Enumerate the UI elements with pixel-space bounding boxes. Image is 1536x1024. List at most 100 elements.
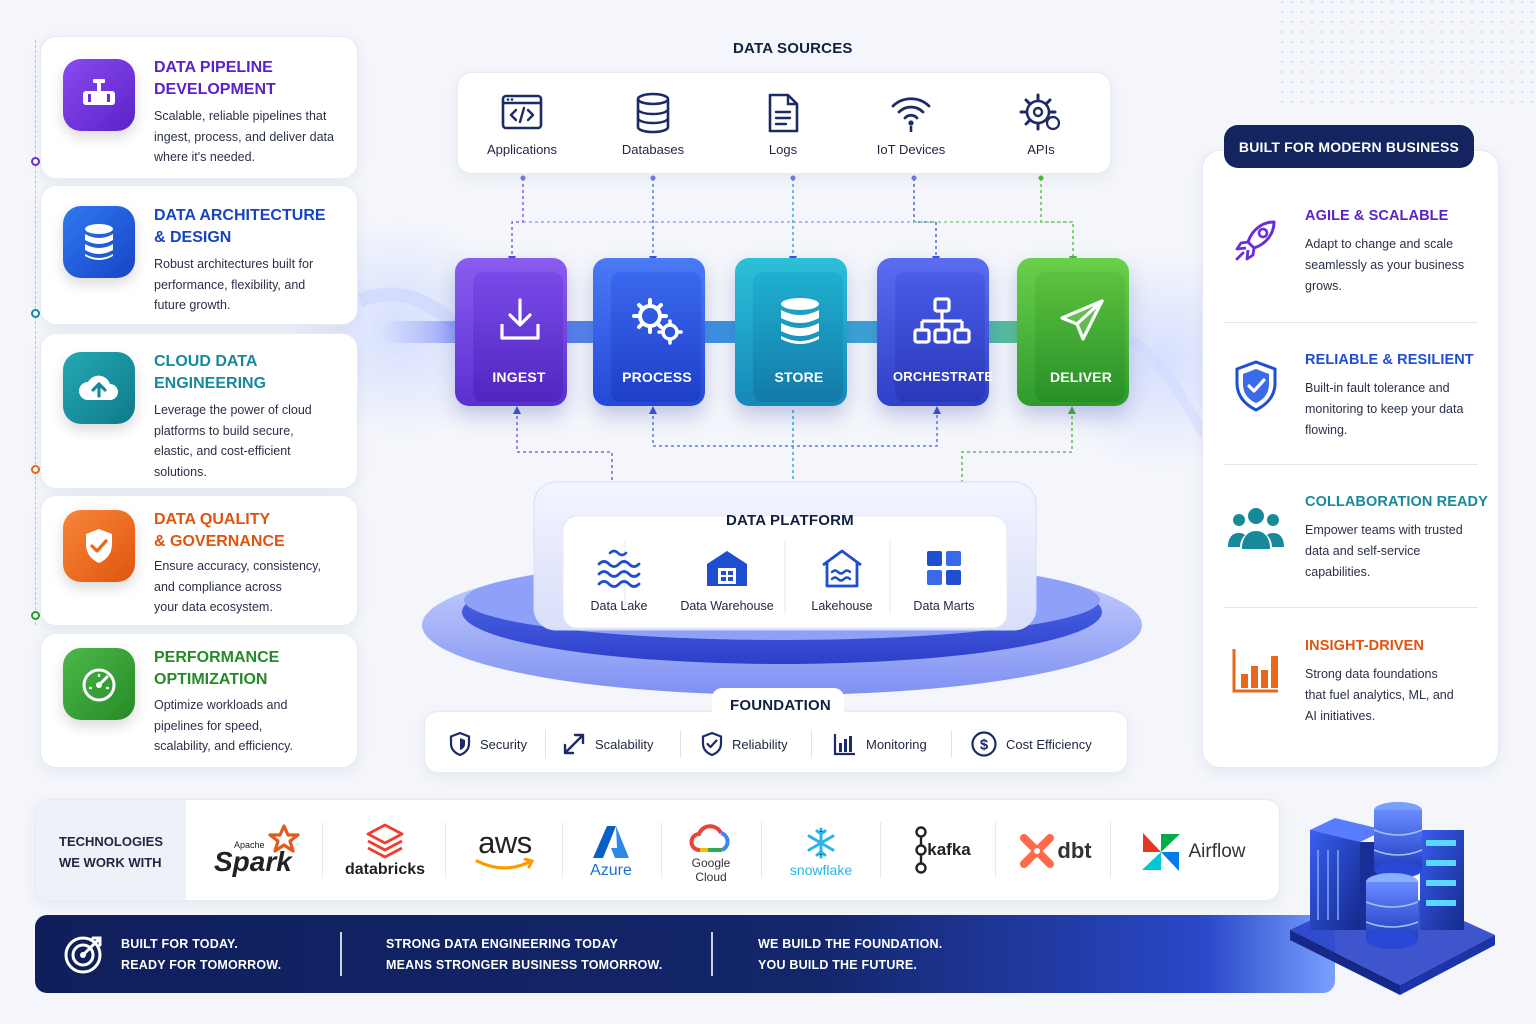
foundation-security[interactable]: Security	[448, 728, 527, 760]
rocket-icon	[1226, 210, 1286, 270]
divider	[445, 822, 446, 878]
source-databases[interactable]: Databases	[593, 92, 713, 157]
service-title: PERFORMANCE OPTIMIZATION	[154, 649, 280, 688]
tech-airflow-logo[interactable]: Airflow	[1132, 824, 1252, 880]
code-window-icon	[501, 94, 543, 130]
hierarchy-icon	[913, 297, 971, 344]
source-logs[interactable]: Logs	[723, 92, 843, 157]
technologies-title: TECHNOLOGIES WE WORK WITH	[59, 834, 164, 870]
source-apis[interactable]: APIs	[981, 92, 1101, 157]
source-label: Databases	[621, 142, 685, 157]
stage-store[interactable]: STORE	[735, 258, 847, 406]
divider	[995, 822, 996, 878]
divider	[811, 730, 812, 758]
service-card-quality[interactable]: DATA QUALITY & GOVERNANCE Ensure accurac…	[40, 495, 358, 626]
service-title: DATA PIPELINE DEVELOPMENT	[154, 59, 276, 98]
services-timeline	[35, 40, 36, 625]
service-card-performance[interactable]: PERFORMANCE OPTIMIZATION Optimize worklo…	[40, 633, 358, 768]
snowflake-name: snowflake	[789, 862, 853, 878]
source-applications[interactable]: Applications	[462, 92, 582, 157]
source-iot-devices[interactable]: IoT Devices	[851, 92, 971, 157]
shield-check-icon	[701, 731, 723, 757]
service-title: DATA QUALITY & GOVERNANCE	[154, 511, 285, 550]
timeline-dot	[31, 465, 40, 474]
azure-name: Azure	[590, 862, 632, 879]
shield-check-icon	[1226, 356, 1286, 416]
bottom-banner	[35, 915, 1335, 993]
snowflake-icon	[807, 827, 835, 859]
service-description: Leverage the power of cloud platforms to…	[154, 403, 312, 479]
tech-aws-logo[interactable]: aws	[462, 822, 548, 878]
svg-text:$: $	[980, 737, 989, 754]
technologies-bar	[35, 799, 1280, 901]
tech-spark-logo[interactable]: Apache Spark	[205, 822, 305, 878]
aws-name: aws	[478, 825, 532, 860]
benefit-title: COLLABORATION READY	[1305, 494, 1488, 510]
foundation-reliability[interactable]: Reliability	[700, 728, 788, 760]
kafka-name: kafka	[927, 840, 971, 859]
banner-text-1: BUILT FOR TODAY. READY FOR TOMORROW.	[121, 937, 282, 972]
spark-name: Spark	[214, 846, 293, 877]
source-label: Logs	[768, 142, 798, 157]
benefit-title: INSIGHT-DRIVEN	[1305, 638, 1425, 654]
foundation-cost-efficiency[interactable]: $ Cost Efficiency	[970, 728, 1092, 760]
tech-kafka-logo[interactable]: kafka	[908, 822, 976, 878]
waves-icon	[597, 549, 641, 588]
bar-chart-icon	[1226, 640, 1286, 700]
service-description: Scalable, reliable pipelines that ingest…	[154, 109, 334, 164]
tech-azure-logo[interactable]: Azure	[576, 820, 646, 884]
platform-label: Data Warehouse	[680, 599, 774, 613]
service-description: Optimize workloads and pipelines for spe…	[154, 698, 293, 753]
foundation-title-tab	[712, 688, 844, 720]
divider	[340, 932, 342, 976]
foundation-label: Monitoring	[866, 736, 927, 752]
speedometer-icon	[63, 648, 135, 720]
platform-lakehouse[interactable]: Lakehouse	[787, 548, 897, 613]
stage-orchestrate[interactable]: ORCHESTRATE	[877, 258, 994, 406]
timeline-dot	[31, 309, 40, 318]
aws-smile-icon	[475, 858, 535, 870]
server-stack-illustration	[1290, 802, 1495, 995]
stage-label: DELIVER	[1049, 369, 1113, 385]
service-description: Robust architectures built for performan…	[154, 257, 314, 312]
benefit-description: Strong data foundations that fuel analyt…	[1305, 667, 1454, 723]
source-label: Applications	[486, 142, 558, 157]
service-card-cloud[interactable]: CLOUD DATA ENGINEERING Leverage the powe…	[40, 333, 358, 489]
foundation-label: Reliability	[732, 736, 788, 752]
airflow-pinwheel-icon	[1142, 833, 1181, 871]
stage-deliver[interactable]: DELIVER	[1017, 258, 1129, 406]
stage-process[interactable]: PROCESS	[593, 258, 705, 406]
stage-label: ORCHESTRATE	[893, 369, 994, 384]
foundation-label: Cost Efficiency	[1006, 736, 1092, 752]
service-card-pipeline[interactable]: DATA PIPELINE DEVELOPMENT Scalable, reli…	[40, 36, 358, 179]
tech-google-cloud-logo[interactable]: Google Cloud	[674, 820, 748, 888]
platform-data-marts[interactable]: Data Marts	[889, 548, 999, 613]
team-icon	[1226, 498, 1286, 558]
gear-cog-icon	[1019, 93, 1061, 131]
database-icon	[636, 92, 670, 134]
foundation-title: FOUNDATION	[730, 697, 831, 714]
database-icon	[63, 206, 135, 278]
stage-label: STORE	[774, 369, 824, 385]
stage-ingest[interactable]: INGEST	[455, 258, 567, 406]
benefits-header: BUILT FOR MODERN BUSINESS	[1224, 125, 1474, 168]
foundation-scalability[interactable]: Scalability	[561, 728, 654, 760]
platform-data-lake[interactable]: Data Lake	[564, 548, 674, 613]
warehouse-icon	[707, 551, 747, 586]
benefits-header-label: BUILT FOR MODERN BUSINESS	[1238, 138, 1460, 155]
service-card-architecture[interactable]: DATA ARCHITECTURE & DESIGN Robust archit…	[40, 185, 358, 325]
tech-databricks-logo[interactable]: databricks	[338, 818, 432, 884]
service-title: CLOUD DATA ENGINEERING	[154, 353, 267, 392]
tech-snowflake-logo[interactable]: snowflake	[774, 820, 868, 884]
timeline-dot	[31, 611, 40, 620]
tech-dbt-logo[interactable]: dbt	[1016, 826, 1096, 876]
databricks-name: databricks	[344, 861, 426, 878]
divider	[322, 822, 323, 878]
divider	[880, 822, 881, 878]
paper-plane-icon	[1060, 299, 1104, 341]
dbt-name: dbt	[1057, 838, 1092, 863]
platform-data-warehouse[interactable]: Data Warehouse	[672, 548, 782, 613]
foundation-monitoring[interactable]: Monitoring	[832, 728, 927, 760]
technologies-label-bg	[36, 800, 186, 900]
divider	[1224, 607, 1478, 608]
